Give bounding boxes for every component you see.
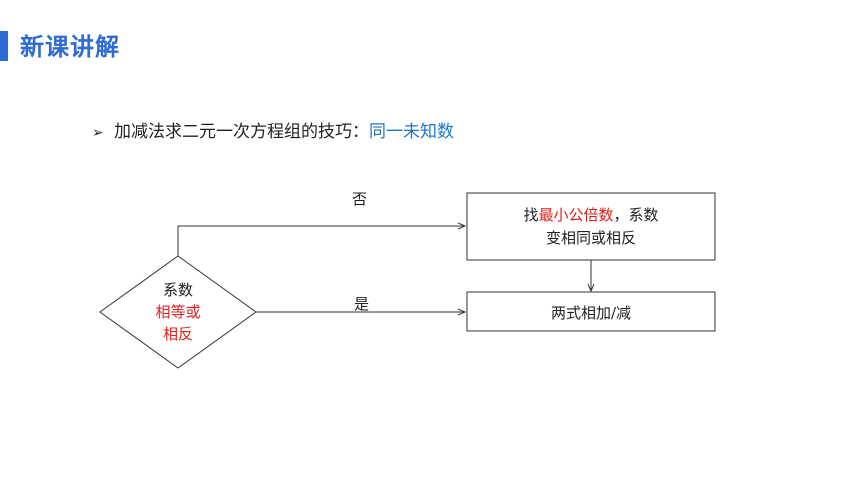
bullet-line: ➢ 加减法求二元一次方程组的技巧：同一未知数	[92, 117, 454, 142]
title-accent-bar	[0, 31, 8, 61]
decision-line-1: 系数	[162, 281, 193, 299]
bullet-text: 加减法求二元一次方程组的技巧：	[114, 122, 369, 142]
lcm-suffix: ，系数	[613, 206, 659, 224]
page-title: 新课讲解	[20, 33, 120, 61]
step-box-lcm	[466, 192, 716, 261]
lcm-prefix: 找	[523, 206, 539, 224]
bullet-arrow-icon: ➢	[92, 125, 104, 141]
yes-branch-label: 是	[354, 295, 370, 313]
bullet-highlight: 同一未知数	[369, 122, 454, 142]
step-box-lcm-text: 找最小公倍数，系数 变相同或相反	[467, 204, 715, 250]
step-box-lcm-line-2: 变相同或相反	[545, 229, 636, 247]
step-box-lcm-line-1: 找最小公倍数，系数	[467, 204, 715, 227]
decision-diamond	[99, 255, 257, 369]
decision-text: 系数 相等或 相反	[138, 279, 218, 345]
step-box-add-subtract	[466, 291, 716, 332]
no-branch-connector	[177, 226, 465, 256]
step-box-add-subtract-text: 两式相加/减	[550, 304, 632, 322]
lcm-highlight: 最小公倍数	[538, 206, 614, 224]
no-branch-label: 否	[352, 190, 368, 208]
decision-line-2: 相等或	[155, 303, 201, 321]
decision-line-3: 相反	[162, 325, 193, 343]
